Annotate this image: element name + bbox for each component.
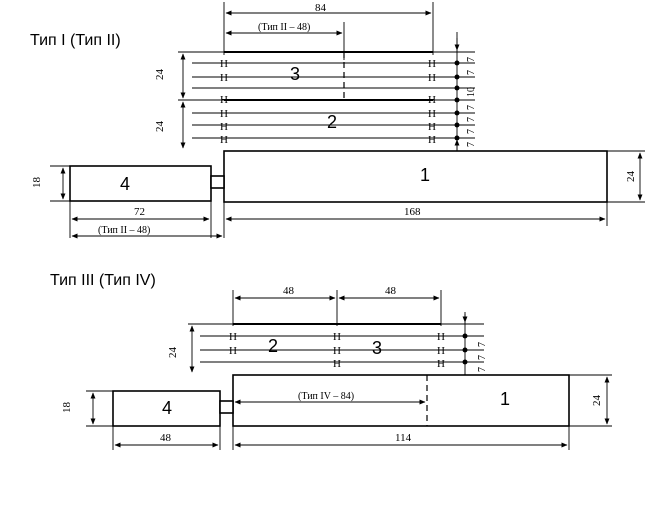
type3-dim-block4-height-label: 18 — [61, 402, 73, 414]
type1-chain-dot — [454, 110, 460, 116]
svg-text:H: H — [220, 121, 228, 133]
type1-right-dim-label: 7 — [466, 57, 477, 62]
type3-dim-top-right-label: 48 — [385, 285, 397, 297]
type1-right-dim-label: 7 — [466, 129, 477, 134]
type1-right-dim-label: 10 — [466, 87, 477, 97]
svg-text:H: H — [220, 108, 228, 120]
type1-dim-block4-width-label: 72 — [134, 206, 145, 218]
svg-text:H: H — [437, 331, 445, 343]
svg-text:H: H — [229, 331, 237, 343]
type3-block4-label: 4 — [162, 398, 172, 418]
type1-chain-dot — [454, 97, 460, 103]
type3-dim-top-left-label: 48 — [283, 285, 295, 297]
svg-text:H: H — [229, 345, 237, 357]
type3-dim-inner-label: (Тип IV – 84) — [298, 391, 354, 402]
type3-dim-left-label: 24 — [167, 347, 179, 359]
type3-title: Тип III (Тип IV) — [50, 272, 156, 289]
type3-block1 — [232, 374, 570, 427]
svg-text:H: H — [428, 58, 436, 70]
svg-text:H: H — [428, 108, 436, 120]
type3-block1-label: 1 — [500, 389, 510, 409]
type3-right-dim-label: 7 — [477, 342, 488, 347]
type3-right-dim-label: 7 — [477, 355, 488, 360]
type1-chain-dot — [454, 122, 460, 128]
type3-fasteners: H H H H H H H H — [229, 331, 445, 370]
svg-text:H: H — [428, 121, 436, 133]
svg-text:H: H — [220, 94, 228, 106]
type1-block3-label: 3 — [290, 64, 300, 84]
type1-diagram: Тип I (Тип II) 84 (Тип II – 48) 24 24 3 … — [30, 2, 645, 239]
type1-block4 — [69, 165, 212, 202]
type1-block2-label: 2 — [327, 112, 337, 132]
svg-text:H: H — [428, 134, 436, 146]
svg-text:H: H — [220, 134, 228, 146]
type3-right-dim-label: 7 — [477, 367, 488, 372]
type1-right-dim-labels: 7 7 10 7 7 7 7 — [466, 57, 477, 147]
type1-chain-dot — [454, 135, 460, 141]
type3-dim-block1-width-label: 114 — [395, 432, 412, 444]
type1-right-dim-label: 7 — [466, 105, 477, 110]
type3-diagram: Тип III (Тип IV) 48 48 24 2 3 H H H H H … — [50, 272, 612, 450]
type3-right-dim-labels: 7 7 7 — [477, 342, 488, 372]
svg-text:H: H — [437, 345, 445, 357]
type3-coupling — [219, 400, 234, 414]
svg-text:H: H — [437, 358, 445, 370]
type1-dim-block4-height-label: 18 — [31, 177, 43, 189]
type3-block2-label: 2 — [268, 336, 278, 356]
type1-dim-block1-width-label: 168 — [404, 206, 421, 218]
svg-text:H: H — [220, 58, 228, 70]
type1-chain-dot — [454, 60, 460, 66]
svg-text:H: H — [220, 72, 228, 84]
type3-block4 — [112, 390, 221, 427]
type1-right-dim-label: 7 — [466, 70, 477, 75]
type1-right-dim-label: 7 — [466, 142, 477, 147]
type1-block1-label: 1 — [420, 165, 430, 185]
type1-block4-label: 4 — [120, 174, 130, 194]
type1-right-dim-label: 7 — [466, 117, 477, 122]
type3-dim-block1-height-label: 24 — [591, 395, 603, 407]
type3-chain-dot — [462, 347, 468, 353]
svg-text:H: H — [333, 358, 341, 370]
type3-chain-dot — [462, 359, 468, 365]
type3-dim-block4-width-label: 48 — [160, 432, 172, 444]
svg-text:H: H — [428, 72, 436, 84]
svg-text:H: H — [333, 345, 341, 357]
type1-block1 — [223, 150, 608, 203]
type1-chain-dot — [454, 85, 460, 91]
type1-fasteners-right: H H H H H H — [428, 58, 436, 146]
type1-dim-block4-sub-label: (Тип II – 48) — [98, 225, 150, 236]
type1-dim-left-upper-label: 24 — [154, 69, 166, 81]
svg-text:H: H — [428, 94, 436, 106]
type1-title: Тип I (Тип II) — [30, 32, 121, 49]
svg-text:H: H — [333, 331, 341, 343]
type1-chain-dot — [454, 74, 460, 80]
type3-chain-dot — [462, 333, 468, 339]
type3-block3-label: 3 — [372, 338, 382, 358]
type1-dim-84-label: 84 — [315, 2, 327, 14]
type1-dim-left-lower-label: 24 — [154, 121, 166, 133]
type1-coupling — [210, 175, 225, 189]
type1-dim-sub-label: (Тип II – 48) — [258, 22, 310, 33]
type1-dim-block1-height-label: 24 — [625, 171, 637, 183]
type1-fasteners-left: H H H H H H — [220, 58, 228, 146]
